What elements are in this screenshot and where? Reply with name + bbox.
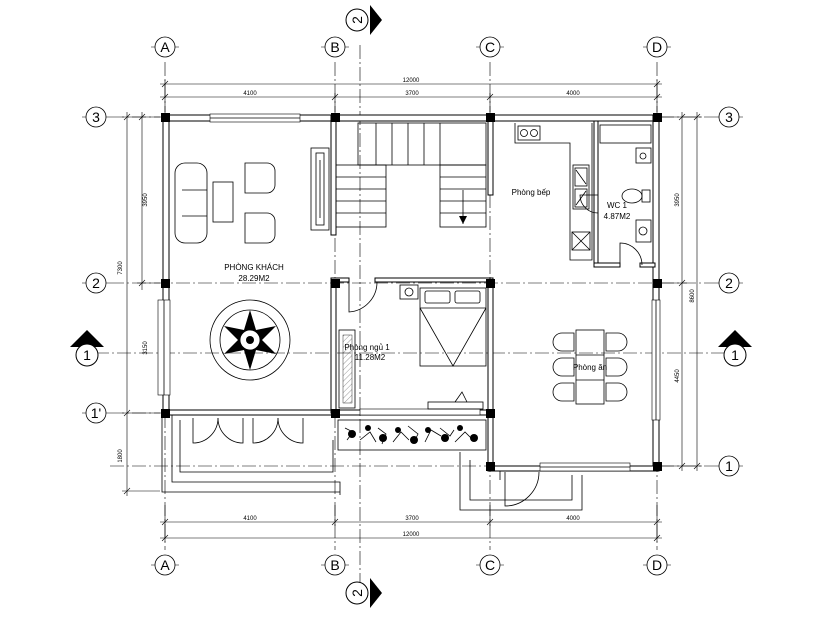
- section-mark-top-label: 2: [349, 16, 365, 24]
- grid-bubble-right-2: 2: [725, 275, 733, 291]
- grid-bubbles-right: 3 2 1: [715, 106, 743, 477]
- section-mark-right-label: 1: [731, 347, 739, 363]
- section-marker-right: 1: [718, 330, 752, 367]
- wc-fixtures: [579, 124, 652, 266]
- grid-bubble-bottom-c: C: [485, 557, 495, 573]
- dim-top-seg-cd: 4000: [566, 91, 580, 97]
- dim-right-seg-3950: 3950: [675, 193, 681, 207]
- dimension-right: 3950 8600 4450: [662, 112, 702, 471]
- grid-bubble-top-b: B: [330, 39, 339, 55]
- grid-bubble-top-d: D: [652, 39, 662, 55]
- dim-right-total: 8600: [690, 289, 696, 303]
- living-room-area: 28.29M2: [238, 274, 270, 283]
- dim-right-seg-4450: 4450: [675, 369, 681, 383]
- section-marker-left: 1: [70, 330, 104, 367]
- grid-lines: [95, 45, 740, 585]
- porch-outlines: [161, 413, 583, 511]
- grid-bubbles-top: A B C D: [151, 36, 671, 58]
- dim-bottom-total: 12000: [403, 532, 420, 538]
- dim-left-total: 7300: [118, 261, 124, 275]
- round-table-rug: [209, 299, 291, 381]
- grid-bubble-bottom-a: A: [160, 557, 170, 573]
- section-mark-bottom-label: 2: [349, 589, 365, 597]
- kitchen-name: Phòng bếp: [512, 188, 551, 197]
- dim-bottom-seg-bc: 3700: [405, 516, 419, 522]
- grid-bubble-left-3: 3: [92, 109, 100, 125]
- grid-bubble-bottom-d: D: [652, 557, 662, 573]
- wc-area: 4.87M2: [604, 212, 631, 221]
- entrance-doors: [192, 417, 304, 444]
- grid-bubble-bottom-b: B: [330, 557, 339, 573]
- grid-bubble-top-a: A: [160, 39, 170, 55]
- dining-name: Phòng ăn: [573, 363, 607, 372]
- dim-left-seg-3950: 3950: [143, 193, 149, 207]
- section-marker-top: 2: [345, 5, 382, 35]
- living-room-name: PHÒNG KHÁCH: [224, 263, 284, 272]
- dimension-top: 12000 4100 3700 4000: [160, 78, 662, 112]
- section-mark-left-label: 1: [83, 347, 91, 363]
- bedroom-area: 11.28M2: [355, 353, 386, 362]
- bedroom-furniture: [338, 281, 487, 410]
- dim-left-seg-1800: 1800: [118, 449, 124, 463]
- grid-bubbles-bottom: A B C D: [151, 554, 671, 576]
- grid-bubbles-left: 3 2 1': [82, 106, 110, 424]
- sofa-set: [174, 147, 330, 244]
- grid-bubble-right-1: 1: [725, 458, 733, 474]
- grid-bubble-left-1-prime: 1': [91, 405, 101, 421]
- room-labels: PHÒNG KHÁCH 28.29M2 Phòng bếp WC 1 4.87M…: [224, 188, 631, 372]
- dim-top-total: 12000: [403, 78, 420, 84]
- dining-set: [504, 329, 628, 507]
- grid-bubble-top-c: C: [485, 39, 495, 55]
- dim-top-seg-ab: 4100: [243, 91, 257, 97]
- grid-bubble-left-2: 2: [92, 275, 100, 291]
- dim-bottom-seg-cd: 4000: [566, 516, 580, 522]
- dim-left-seg-3150: 3150: [143, 341, 149, 355]
- staircase: [335, 122, 487, 228]
- grid-bubble-right-3: 3: [725, 109, 733, 125]
- walls: [157, 113, 662, 472]
- kitchen-counter: [514, 123, 593, 261]
- bedroom-name: Phòng ngủ 1: [344, 343, 390, 352]
- dimension-bottom: 4100 3700 4000 12000: [160, 505, 662, 542]
- dimension-left: 3950 7300 3150 1800: [118, 112, 160, 496]
- planter-strip: [337, 419, 487, 451]
- section-marker-bottom: 2: [345, 578, 382, 608]
- wc-name: WC 1: [607, 201, 628, 210]
- dim-top-seg-bc: 3700: [405, 91, 419, 97]
- dim-bottom-seg-ab: 4100: [243, 516, 257, 522]
